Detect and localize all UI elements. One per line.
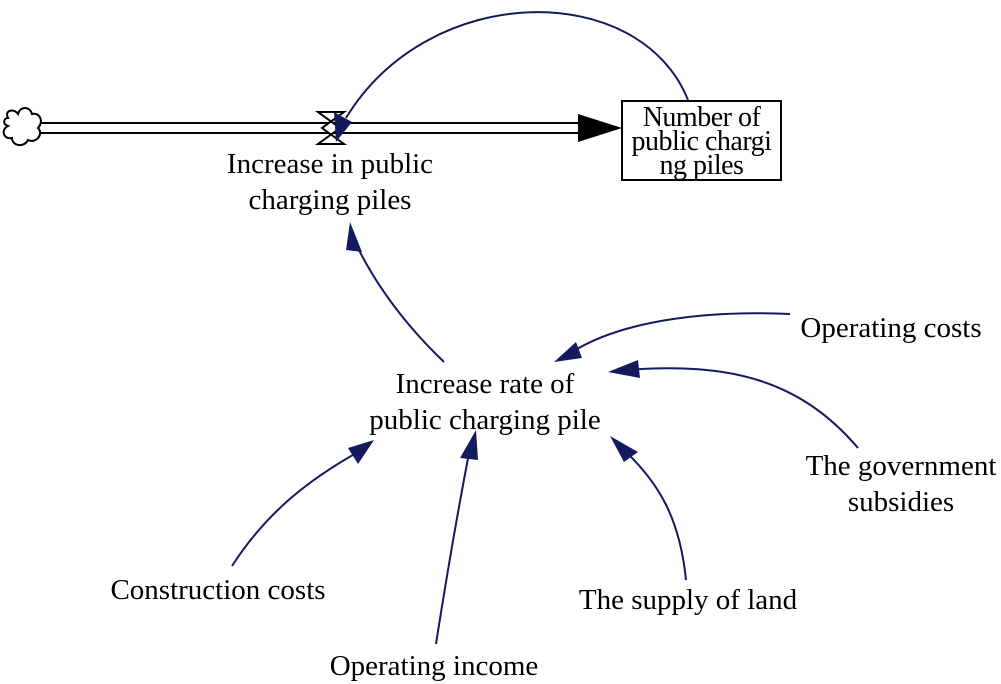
government-subsidies-label: The government subsidies: [796, 448, 1001, 520]
flow-label: Increase in public charging piles: [200, 146, 460, 218]
link-land-to-rate: [623, 449, 687, 581]
arrowhead-construction: [348, 440, 374, 464]
arrowhead-stock-to-flow: [334, 112, 352, 142]
operating-income-text: Operating income: [329, 650, 539, 682]
flow-label-line-2: charging piles: [248, 184, 412, 216]
operating-income-label: Operating income: [318, 648, 550, 684]
flow-label-line-1: Increase in public: [226, 148, 434, 180]
construction-costs-label: Construction costs: [98, 572, 338, 608]
arrowhead-land: [610, 436, 638, 462]
link-subsidies-to-rate: [625, 367, 859, 449]
rate-label-line-2: public charging pile: [369, 404, 601, 436]
link-rate-to-flow: [353, 239, 445, 363]
rate-label-line-1: Increase rate of: [395, 368, 575, 400]
stock-line-3: ng piles: [659, 150, 744, 181]
arrowhead-operating-costs: [554, 342, 582, 362]
supply-of-land-label: The supply of land: [570, 582, 806, 618]
operating-costs-text: Operating costs: [800, 312, 982, 344]
operating-costs-label: Operating costs: [788, 310, 994, 346]
arrowhead-subsidies: [608, 360, 640, 378]
link-stock-to-flow: [345, 11, 689, 119]
government-subsidies-line-1: The government: [805, 450, 997, 482]
link-operating-costs-to-rate: [571, 312, 791, 353]
arrowhead-income: [460, 430, 478, 460]
government-subsidies-line-2: subsidies: [847, 486, 955, 518]
rate-label: Increase rate of public charging pile: [350, 366, 620, 438]
stock-line-2: public chargi: [631, 126, 772, 157]
stock-line-1: Number of: [642, 102, 761, 133]
construction-costs-text: Construction costs: [110, 574, 326, 606]
link-construction-to-rate: [231, 451, 359, 567]
supply-of-land-text: The supply of land: [578, 584, 798, 616]
stock-number-of-public-charging-piles: Number of public chargi ng piles: [621, 100, 782, 181]
link-income-to-rate: [435, 447, 471, 645]
arrowhead-rate-to-flow: [346, 222, 362, 252]
flow-arrowhead: [578, 114, 622, 142]
source-cloud-icon: [2, 107, 42, 146]
